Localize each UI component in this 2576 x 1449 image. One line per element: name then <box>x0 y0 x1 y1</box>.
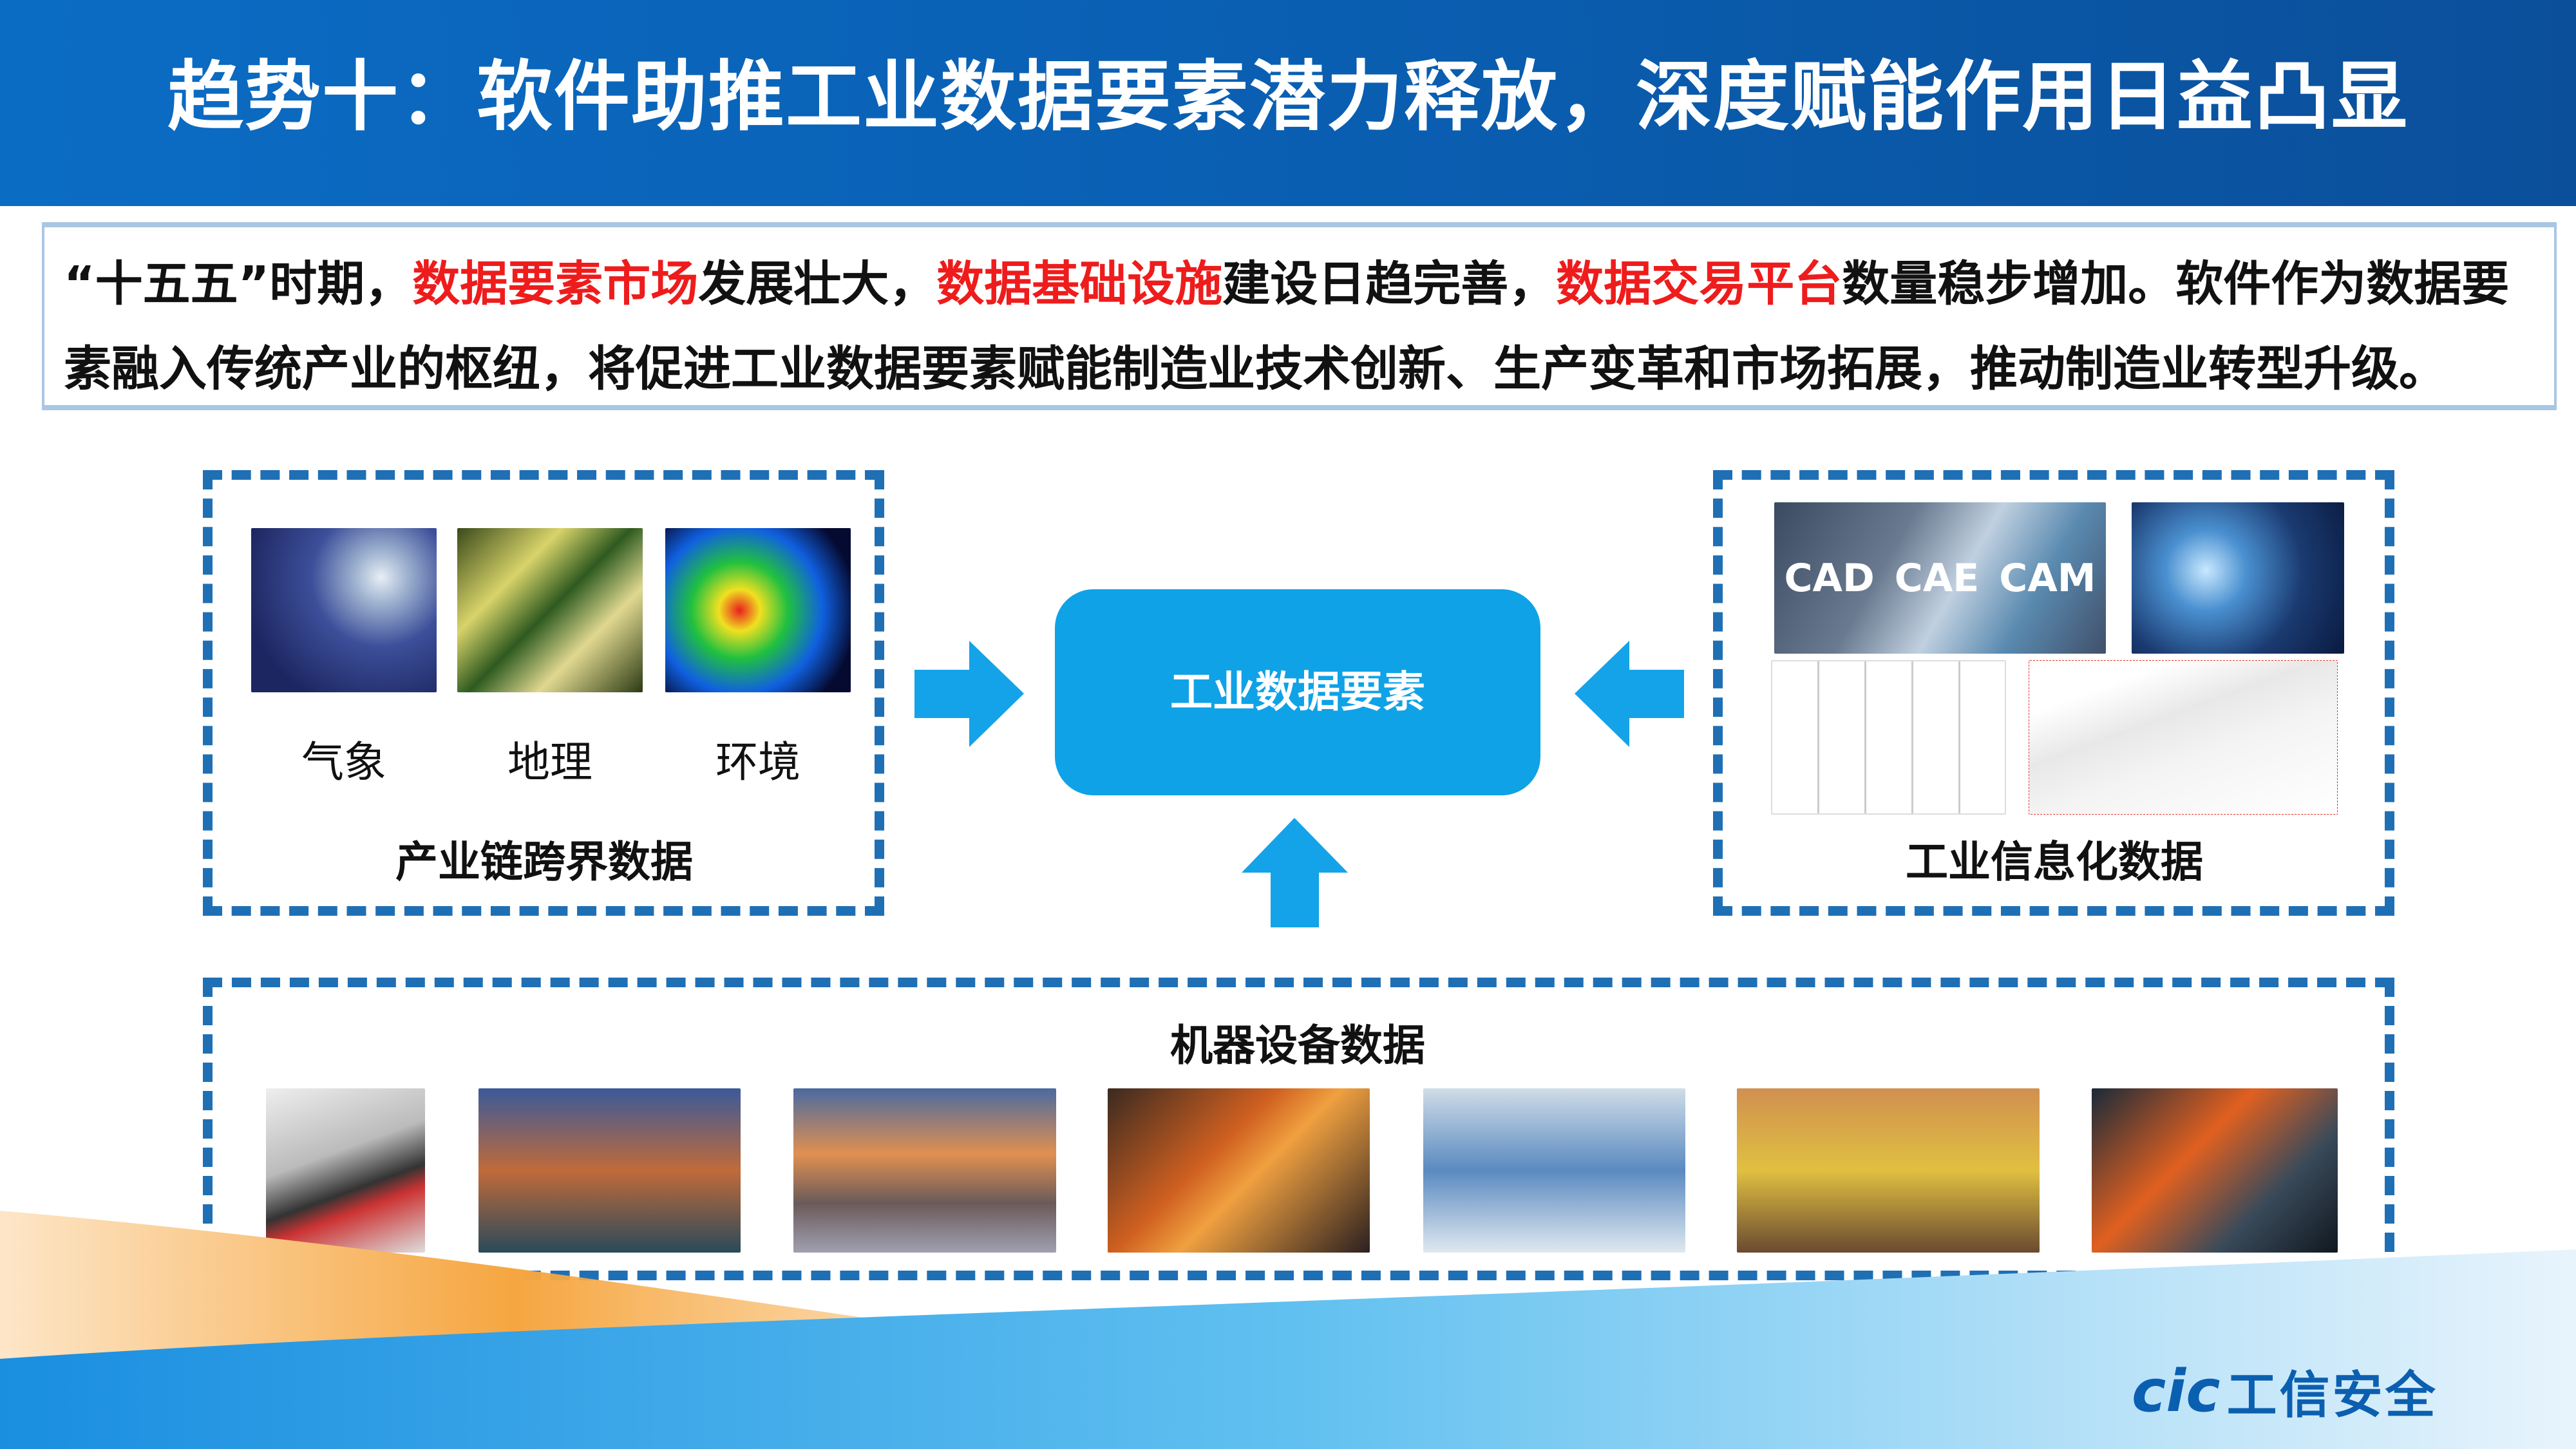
industrial-data-element-box: 工业数据要素 <box>1055 589 1540 795</box>
highlight-text: 数据基础设施 <box>936 256 1223 312</box>
cad-label: CAD <box>1784 555 1875 601</box>
industrial-robot-image <box>2092 1088 2338 1253</box>
warehouse-image <box>478 1088 741 1253</box>
machine-equipment-caption: 机器设备数据 <box>1170 1021 1425 1070</box>
intro-text: 建设日趋完善， <box>1222 256 1557 312</box>
industrial-info-caption: 工业信息化数据 <box>1906 837 2203 887</box>
arrow-up-icon <box>1242 818 1348 927</box>
background-swoosh <box>0 1211 2576 1449</box>
cross-industry-data-panel <box>203 470 884 916</box>
excavators-image <box>1737 1088 2040 1253</box>
turbine-image <box>2132 502 2344 654</box>
machine-equipment-data-panel <box>203 978 2394 1280</box>
arrow-right-icon <box>914 641 1024 747</box>
cam-label: CAM <box>1999 555 2096 601</box>
page-title: 趋势十：软件助推工业数据要素潜力释放，深度赋能作用日益凸显 <box>167 52 2409 141</box>
welding-robot-image <box>1108 1088 1370 1253</box>
header-bar <box>0 0 2576 206</box>
cad-cae-cam-image: CAD CAE CAM <box>1774 502 2106 654</box>
logo-mark: cic <box>2132 1357 2221 1425</box>
cic-logo: cic 工信安全 <box>2132 1357 2512 1425</box>
logo-text: 工信安全 <box>2226 1367 2438 1425</box>
cross-industry-caption: 产业链跨界数据 <box>395 837 693 887</box>
environment-map-image <box>665 528 851 692</box>
highlight-text: 数据要素市场 <box>412 256 699 312</box>
weather-image <box>251 528 437 692</box>
intro-text: 发展壮大， <box>698 256 937 312</box>
label-geography: 地理 <box>507 737 592 787</box>
port-image <box>793 1088 1056 1253</box>
intro-text-box: “十五五”时期，数据要素市场发展壮大，数据基础设施建设日趋完善，数据交易平台数量… <box>42 222 2557 410</box>
label-weather: 气象 <box>301 737 386 787</box>
factory-layout-image <box>2029 660 2338 815</box>
cnc-machine-image <box>266 1088 425 1253</box>
industrial-info-data-panel <box>1713 470 2394 916</box>
highlight-text: 数据交易平台 <box>1556 256 1842 312</box>
car-assembly-image <box>1423 1088 1685 1253</box>
arrow-left-icon <box>1575 641 1684 747</box>
label-environment: 环境 <box>715 737 800 787</box>
cae-label: CAE <box>1894 555 1980 601</box>
intro-text: 数量稳步增加。软件作为数据要素融入传统产业的枢纽，将促进工业数据要素赋能制造业技… <box>64 256 2510 397</box>
terrain-image <box>457 528 643 692</box>
intro-text: “十五五”时期， <box>64 256 413 312</box>
flowchart-image <box>1771 660 2006 815</box>
